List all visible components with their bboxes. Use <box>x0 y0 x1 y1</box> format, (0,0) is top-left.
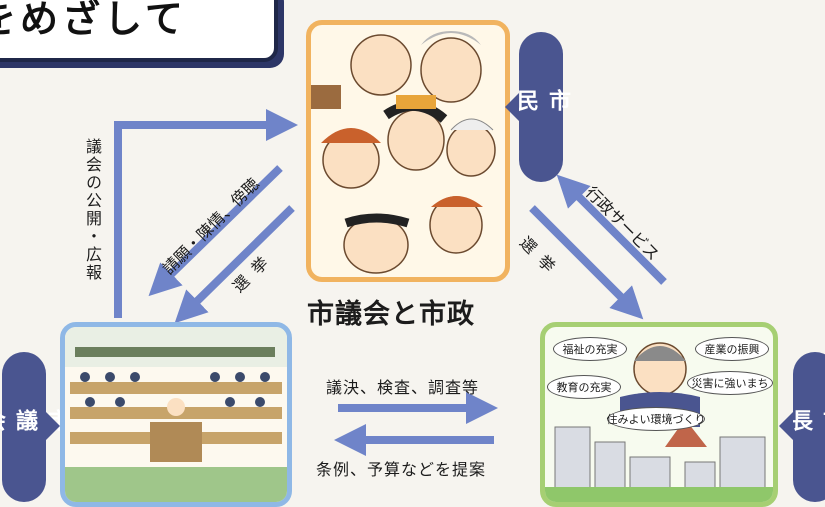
assembly-label-char: 会 <box>0 409 5 445</box>
mayor-bubble: 福祉の充実 <box>553 337 627 361</box>
mayor-label-pointer <box>779 412 793 440</box>
arrow-citizens-to-assembly <box>148 165 283 297</box>
arrow-assembly-to-citizens <box>114 109 298 318</box>
label-assembly-to-citizens: 議会の公開・広報 <box>83 138 102 282</box>
mayor-label: 市 長 <box>787 352 825 502</box>
label-mayor-to-assembly: 条例、予算などを提案 <box>316 460 487 479</box>
citizens-label-char: 市 <box>545 89 570 125</box>
label-assembly-to-mayor: 議決、検査、調査等 <box>326 378 480 397</box>
arrow-mayor-to-citizens <box>556 174 667 285</box>
mayor-illustration: 福祉の充実 産業の振興 教育の充実 災害に強いまち 住みよい環境づくり <box>540 322 778 507</box>
mayor-bubble: 教育の充実 <box>547 375 621 399</box>
arrow-election-left <box>174 205 295 324</box>
assembly-label-char: 議 <box>12 409 37 445</box>
mayor-bubble: 産業の振興 <box>695 337 769 361</box>
assembly-label: 市 議 会 <box>0 352 69 502</box>
citizens-label: 市 民 <box>513 32 570 182</box>
header-banner: をめざして <box>0 0 278 62</box>
mayor-bubble: 住みよい環境づくり <box>607 407 706 431</box>
mayor-label-char: 市 <box>819 409 825 445</box>
header-title: をめざして <box>0 0 187 41</box>
arrow-election-right <box>529 205 644 320</box>
assembly-chamber-illustration <box>65 327 287 502</box>
assembly-illustration <box>60 322 292 507</box>
center-title: 市議会と市政 <box>307 299 475 330</box>
citizens-label-pointer <box>505 93 519 121</box>
citizens-illustration <box>306 20 510 282</box>
mayor-city-illustration <box>545 342 773 502</box>
assembly-label-pointer <box>46 412 60 440</box>
mayor-bubble: 災害に強いまち <box>687 371 773 395</box>
citizens-faces-illustration <box>311 31 496 274</box>
